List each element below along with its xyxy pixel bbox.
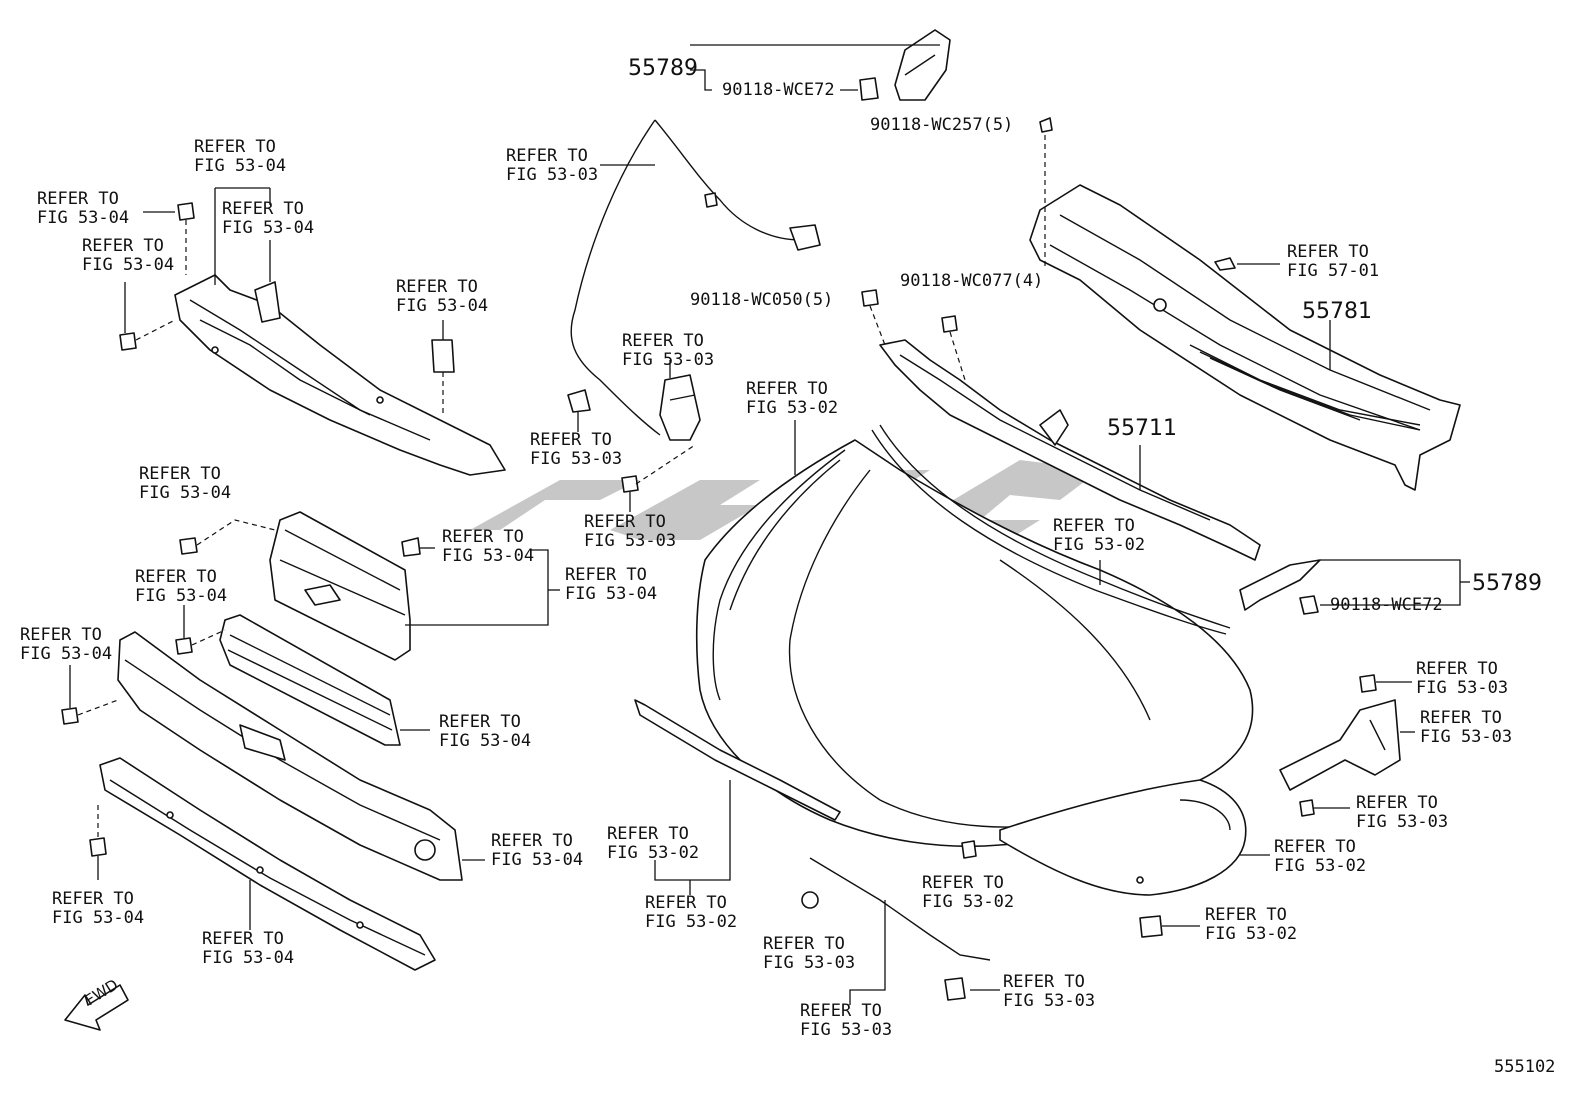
refer-label: REFER TO FIG 53-03 bbox=[763, 934, 856, 973]
refer-label: REFER TO FIG 53-03 bbox=[1003, 972, 1096, 1011]
lower-cross-member-drawing bbox=[89, 757, 436, 971]
hood-panel-drawing bbox=[634, 420, 1270, 896]
refer-label: REFER TO FIG 53-04 bbox=[20, 625, 113, 664]
refer-label: REFER TO FIG 53-03 bbox=[530, 430, 623, 469]
clip-90118-wc257: 90118-WC257(5) bbox=[870, 115, 1014, 135]
hood-cable-drawing bbox=[567, 119, 821, 512]
part-number-55789-top: 55789 bbox=[628, 56, 698, 81]
radiator-support-drawing bbox=[119, 187, 506, 476]
clip-90118-wce72-top: 90118-WCE72 bbox=[722, 80, 835, 100]
part-55781-drawing bbox=[1029, 117, 1461, 491]
diagram-id: 555102 bbox=[1494, 1057, 1556, 1077]
refer-label: REFER TO FIG 53-04 bbox=[37, 189, 130, 228]
refer-label: REFER TO FIG 53-02 bbox=[922, 873, 1015, 912]
refer-label: REFER TO FIG 53-03 bbox=[584, 512, 677, 551]
part-number-55789-right: 55789 bbox=[1472, 571, 1542, 596]
bumper-reinforcement-drawing bbox=[61, 631, 485, 881]
part-number-55781: 55781 bbox=[1302, 299, 1372, 324]
refer-label: REFER TO FIG 53-03 bbox=[506, 146, 599, 185]
refer-label: REFER TO FIG 53-02 bbox=[1205, 905, 1298, 944]
refer-label: REFER TO FIG 53-03 bbox=[1420, 708, 1513, 747]
refer-label: REFER TO FIG 53-03 bbox=[800, 1001, 893, 1040]
refer-label: REFER TO FIG 53-04 bbox=[442, 527, 535, 566]
refer-label: REFER TO FIG 53-02 bbox=[746, 379, 839, 418]
part-55711-drawing bbox=[861, 289, 1261, 561]
refer-label: REFER TO FIG 53-02 bbox=[1053, 516, 1146, 555]
hood-prop-rod-drawing bbox=[801, 857, 1000, 1005]
refer-label: REFER TO FIG 53-04 bbox=[82, 236, 175, 275]
refer-label: REFER TO FIG 53-02 bbox=[1274, 837, 1367, 876]
refer-label: REFER TO FIG 57-01 bbox=[1287, 242, 1380, 281]
clip-90118-wc077: 90118-WC077(4) bbox=[900, 271, 1044, 291]
refer-label: REFER TO FIG 53-04 bbox=[135, 567, 228, 606]
refer-label: REFER TO FIG 53-04 bbox=[565, 565, 658, 604]
refer-label: REFER TO FIG 53-02 bbox=[645, 893, 738, 932]
refer-label: REFER TO FIG 53-04 bbox=[222, 199, 315, 238]
part-55789-top-drawing bbox=[690, 29, 951, 101]
clip-90118-wce72-right: 90118-WCE72 bbox=[1330, 595, 1443, 615]
refer-label: REFER TO FIG 53-03 bbox=[622, 331, 715, 370]
part-55789-right-drawing bbox=[1239, 559, 1470, 615]
hood-hinge-drawing bbox=[961, 674, 1415, 938]
refer-label: REFER TO FIG 53-03 bbox=[1416, 659, 1509, 698]
air-guide-drawing bbox=[175, 511, 560, 746]
clip-90118-wc050: 90118-WC050(5) bbox=[690, 290, 834, 310]
refer-label: REFER TO FIG 53-04 bbox=[396, 277, 489, 316]
fwd-arrow bbox=[64, 984, 129, 1031]
refer-label: REFER TO FIG 53-04 bbox=[194, 137, 287, 176]
refer-label: REFER TO FIG 53-04 bbox=[491, 831, 584, 870]
part-number-55711: 55711 bbox=[1107, 416, 1177, 441]
refer-label: REFER TO FIG 53-02 bbox=[607, 824, 700, 863]
refer-label: REFER TO FIG 53-03 bbox=[1356, 793, 1449, 832]
refer-label: REFER TO FIG 53-04 bbox=[52, 889, 145, 928]
refer-label: REFER TO FIG 53-04 bbox=[439, 712, 532, 751]
refer-label: REFER TO FIG 53-04 bbox=[202, 929, 295, 968]
refer-label: REFER TO FIG 53-04 bbox=[139, 464, 232, 503]
